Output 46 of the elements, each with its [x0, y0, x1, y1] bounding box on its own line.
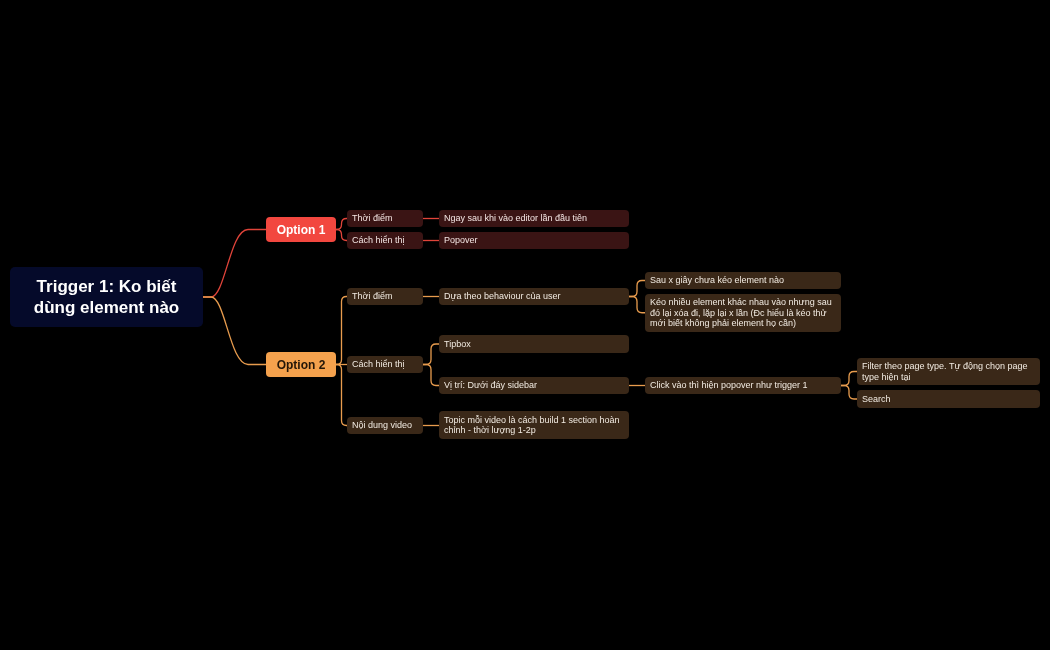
topic-text: Ngay sau khi vào editor lần đầu tiên [444, 213, 589, 224]
connector-line [335, 295, 348, 366]
topic-text: Thời điểm [352, 291, 394, 302]
topic-text: Tipbox [444, 338, 472, 350]
connector-line [335, 228, 348, 242]
topic-text: Topic mỗi video là cách build 1 section hoàn chỉnh - thời lượng 1-2p [444, 414, 621, 436]
topic-text: Thời điểm [352, 213, 394, 224]
subtopic-box [439, 411, 629, 439]
subtopic-box [857, 390, 1040, 408]
connector-line [202, 296, 267, 366]
subtopic-box [645, 272, 841, 289]
topic-text: Search [862, 393, 892, 405]
root-topic-box [10, 267, 203, 327]
subtopic-box [439, 335, 629, 353]
topic-text: Option 2 [276, 357, 326, 372]
subtopic-box [347, 356, 423, 373]
subtopic-box [439, 232, 629, 249]
connector-line [840, 384, 858, 400]
main-branch-box [266, 352, 336, 377]
subtopic-box [347, 210, 423, 227]
topic-text: Cách hiển thị [352, 235, 406, 246]
subtopic-box [645, 294, 841, 332]
subtopic-box [439, 288, 629, 305]
topic-text: Cách hiển thị [352, 359, 406, 370]
topic-text: Dựa theo behaviour của user [444, 291, 562, 302]
subtopic-box [347, 232, 423, 249]
connector-line [335, 363, 348, 427]
topic-text: Vị trí: Dưới đáy sidebar [444, 380, 538, 391]
subtopic-box [439, 210, 629, 227]
subtopic-box [347, 288, 423, 305]
topic-text: Trigger 1: Ko biết dùng element nào [32, 276, 181, 318]
topic-text: Kéo nhiều element khác nhau vào nhưng sau đó lại xóa đi, lặp lại x lần (Đc hiểu là kéo thử mới biết không phải element họ cần) [650, 297, 833, 329]
connector-line [422, 363, 440, 387]
topic-text: Sau x giây chưa kéo element nào [650, 275, 786, 286]
topic-text: Nội dung video [352, 420, 414, 431]
connector-line [628, 295, 646, 314]
subtopic-box [439, 377, 629, 394]
subtopic-box [645, 377, 841, 394]
subtopic-box [857, 358, 1040, 385]
topic-text: Filter theo page type. Tự động chọn page type hiện tại [862, 361, 1029, 382]
main-branch-box [266, 217, 336, 242]
topic-text: Option 1 [276, 222, 326, 237]
connector-line [335, 217, 348, 231]
topic-text: Click vào thì hiện popover như trigger 1 [650, 380, 809, 391]
subtopic-box [347, 417, 423, 434]
topic-text: Popover [444, 235, 479, 246]
